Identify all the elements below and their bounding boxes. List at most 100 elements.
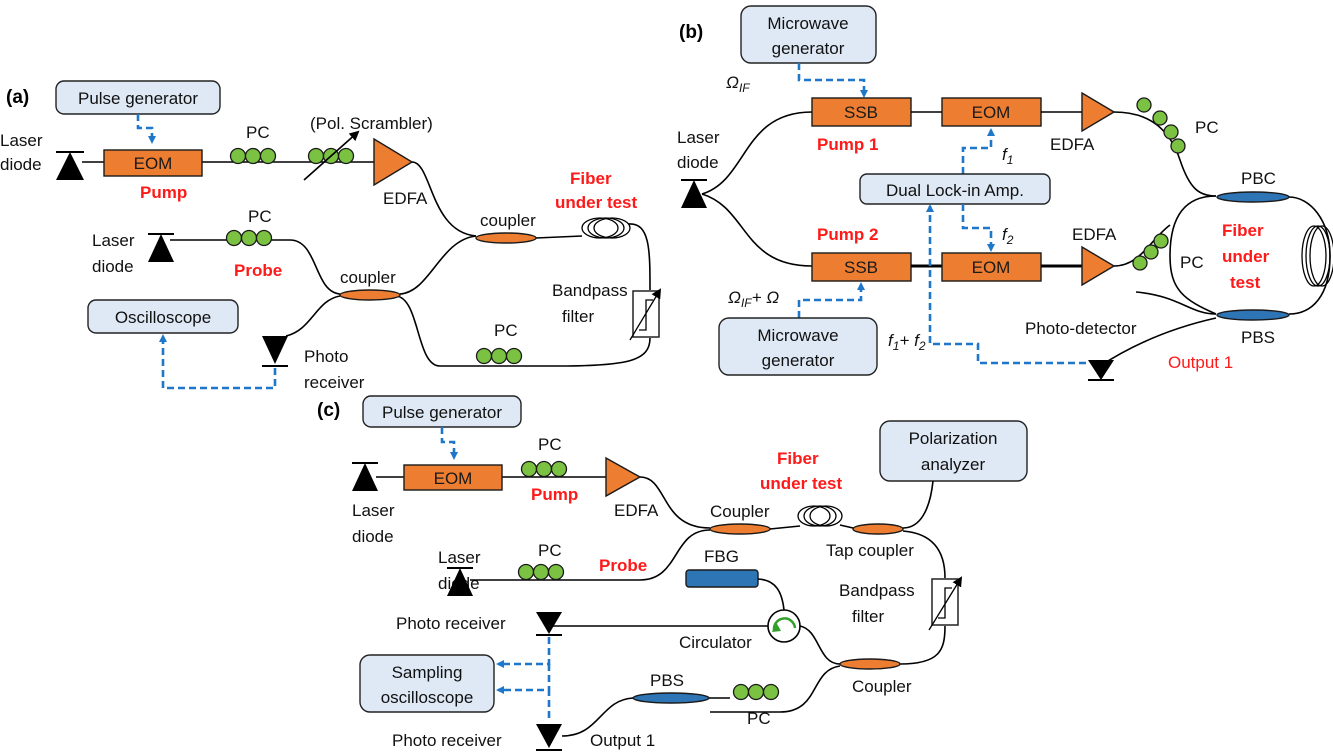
pbs-open-fiber [1135,291,1217,315]
pc-c1-label: PC [538,435,562,454]
pc-c3-icon [732,683,780,701]
eom-b2-label: EOM [972,258,1011,277]
coupler-c1-label: Coupler [710,502,770,521]
pc-a2-icon [225,229,273,247]
microwave-generator-b2-box [718,317,878,376]
panel-c-label: (c) [317,400,340,421]
ssb-b2-box [811,252,912,282]
pc-a2-label: PC [248,207,272,226]
pulse-to-eom-c-line [440,427,458,460]
laser-diode-b-line2: diode [677,153,719,172]
laser-diode-c2-line1: Laser [438,548,481,567]
coupler-c2 [839,658,901,670]
fut-b-line3: test [1230,273,1261,292]
pbs-to-detector-fiber [1099,317,1217,367]
pc-c3-label: PC [747,709,771,728]
photo-receiver-c2-label: Photo receiver [392,731,502,750]
microwave-generator-b1-line2: generator [772,39,845,58]
pbs-c [632,692,710,704]
panel-a-label: (a) [6,87,29,108]
laser-diode-a2-icon [148,234,174,262]
photo-receiver-a-label-line1: Photo [304,347,348,366]
laser-diode-a1-label-line1: Laser [0,131,43,150]
pol-scrambler-arrow [303,130,360,181]
edfa-to-coupler-fiber [411,161,477,237]
pc-a1-icon [229,147,277,165]
laser-diode-a1-label-line2: diode [0,155,42,174]
bandpass-filter-a-label-line1: Bandpass [552,281,628,300]
edfa-c-icon [605,456,642,498]
laser-diode-c1-line1: Laser [352,501,395,520]
panel-a: (a) Pulse generator Laser diode EOM Pump… [0,80,662,392]
pump-1-label: Pump 1 [817,135,878,154]
probe-a-label: Probe [234,261,282,280]
pulse-generator-label: Pulse generator [78,89,198,108]
microwave-generator-b2-line1: Microwave [757,326,838,345]
coupler2-to-pc3-fiber [710,665,841,713]
coupler2-to-receiver-fiber [285,295,341,337]
coil-to-pbs-fiber [1288,255,1331,315]
pc-b1-bead-4 [1170,138,1186,154]
tap-to-analyzer-fiber [902,480,934,529]
detector-to-lockin-line [926,204,1086,365]
bandpass-filter-a-label-line2: filter [562,307,594,326]
microwave-generator-b2-line2: generator [762,351,835,370]
fut-c-line2: under test [760,474,843,493]
pc-b1-label: PC [1195,118,1219,137]
polarization-analyzer-box [879,420,1028,482]
coupler-a2 [339,289,401,301]
fut-to-tap-fiber [839,524,854,529]
circulator-label: Circulator [679,633,752,652]
panel-b: (b) Microwave generator ΩIF Laser diode … [677,5,1333,381]
ssb-b1-box [811,97,912,127]
eom-b2-box [941,252,1042,282]
omega-if-label: ΩIF [726,73,750,95]
eom-c-box [403,464,503,491]
pump-c-label: Pump [531,485,578,504]
edfa-a-icon [373,137,414,187]
fiber-under-test-c-coil [797,505,843,527]
oscilloscope-label: Oscilloscope [115,308,211,327]
bandpass-filter-c-line2: filter [852,607,884,626]
edfa-b2-label: EDFA [1072,225,1117,244]
laser-diode-c1-line2: diode [352,527,394,546]
fut-b-line2: under [1222,247,1270,266]
fbg-to-circulator-fiber [757,578,785,611]
coupler-c1 [709,523,771,535]
photo-receiver-a-icon [262,336,288,364]
laser-diode-c1-icon [352,463,378,491]
fiber-under-test-a-coil [581,217,631,239]
receiver2-to-scope-line [496,686,551,718]
filter-to-coupler2-fiber [395,295,651,367]
pc-b1-bead-1 [1136,97,1152,113]
dual-lockin-box [859,173,1051,205]
laser-diode-c2-icon [447,568,473,596]
bandpass-filter-c-line1: Bandpass [839,581,915,600]
panel-c: (c) Pulse generator Laser diode EOM PC P… [317,395,1028,751]
pc-b2-label: PC [1180,253,1204,272]
split-fiber-upper [701,111,813,195]
receiver-to-oscilloscope-line [159,334,277,390]
f1-plus-f2-label: f1+ f2 [888,331,926,353]
receiver1-to-scope-line [496,637,551,668]
laser-diode-b-icon [681,180,707,208]
omega-if-plus-omega-label: ΩIF+ Ω [728,288,779,310]
split-fiber-lower [701,193,813,267]
bandpass-filter-a-arrow [629,288,662,341]
mwg2-to-ssb2-line [797,282,865,318]
coupler-c2-label: Coupler [852,677,912,696]
eom-b1-label: EOM [972,103,1011,122]
tap-coupler-label: Tap coupler [826,541,914,560]
coupler-a2-label: coupler [340,268,396,287]
edfa-a-label: EDFA [383,189,428,208]
bandpass-filter-a-shape [639,299,653,331]
photo-detector-b-icon [1088,360,1114,380]
polarization-analyzer-line2: analyzer [921,455,986,474]
eom-c-label: EOM [434,469,473,488]
oscilloscope-box [87,299,239,334]
pbc [1216,191,1290,203]
pc-a3-label: PC [494,321,518,340]
fut-to-filter-fiber [627,223,651,291]
pbc-to-pbs-loop [1169,195,1217,315]
